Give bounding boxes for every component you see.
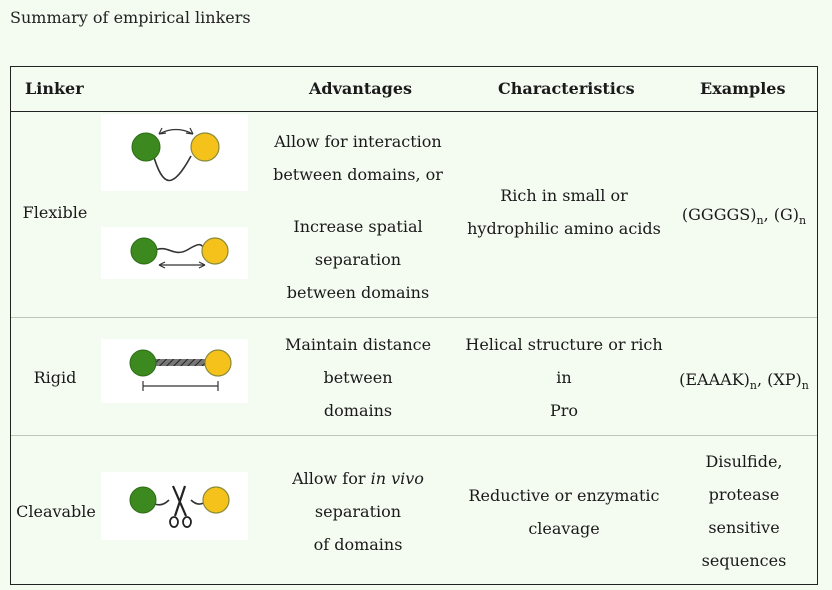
characteristics-line: cleavage (528, 519, 600, 538)
linker-name: Rigid (33, 368, 77, 387)
cleavable-linker-diagram (101, 472, 248, 540)
examples-cell: (EAAAK)n, (XP)n (671, 363, 817, 402)
advantages-line: separation (314, 502, 402, 521)
header-linker: Linker (25, 79, 84, 98)
example-subscript: n (749, 379, 757, 392)
linker-name: Cleavable (16, 502, 96, 521)
header-examples: Examples (700, 79, 786, 98)
row-divider (11, 435, 817, 436)
example-separator: , (763, 205, 774, 224)
header-characteristics: Characteristics (498, 79, 635, 98)
table-header: Linker Advantages Characteristics Exampl… (11, 67, 817, 112)
advantages-line: of domains (313, 535, 403, 554)
linker-table: Linker Advantages Characteristics Exampl… (10, 66, 818, 585)
characteristics-line: Rich in small or (500, 186, 628, 205)
linker-name: Flexible (22, 203, 88, 222)
characteristics-line: hydrophilic amino acids (467, 219, 661, 238)
advantages-line: Allow for in vivo (261, 462, 455, 495)
characteristics-line: Helical structure or rich (465, 335, 663, 354)
example-sequence: (EAAAK) (679, 370, 750, 389)
advantages-italic-text: in vivo (370, 469, 424, 488)
characteristics-line: Reductive or enzymatic (468, 486, 660, 505)
advantages-line: Allow for interaction (274, 132, 442, 151)
advantages-line: domains (323, 401, 393, 420)
advantages-line: Maintain distance (284, 335, 432, 354)
advantages-line: between domains, or (273, 165, 443, 184)
advantages-line: separation (314, 250, 402, 269)
example-sequence: (GGGGS) (681, 205, 757, 224)
examples-line: sensitive (708, 518, 780, 537)
advantages-cell: Maintain distance between domains (261, 328, 455, 427)
examples-line: protease (708, 485, 780, 504)
flexible-linker-extended-icon (130, 237, 229, 269)
characteristics-cell: Reductive or enzymatic cleavage (459, 479, 669, 545)
characteristics-cell: Helical structure or rich in Pro (459, 328, 669, 427)
examples-cell: Disulfide, protease sensitive sequences (671, 445, 817, 577)
rigid-linker-diagram (101, 339, 248, 403)
characteristics-line: Pro (549, 401, 579, 420)
example-subscript: n (756, 214, 764, 227)
advantages-cell: Allow for interaction between domains, o… (261, 125, 455, 191)
advantages-cell: Increase spatial separation between doma… (261, 210, 455, 309)
example-subscript: n (801, 379, 809, 392)
table-caption: Summary of empirical linkers (10, 8, 251, 27)
flexible-linker-arc-icon (131, 127, 220, 182)
example-separator: , (756, 370, 768, 389)
examples-line: sequences (701, 551, 787, 570)
example-sequence: (XP) (767, 370, 802, 389)
example-subscript: n (799, 214, 807, 227)
advantages-cell: Allow for in vivo separation of domains (261, 462, 455, 561)
flexible-linker-arc-diagram (101, 114, 248, 191)
advantages-line: between (323, 368, 393, 387)
advantages-text: Allow for (292, 469, 371, 488)
characteristics-cell: Rich in small or hydrophilic amino acids (459, 179, 669, 245)
scissors-icon (129, 485, 230, 528)
characteristics-line: in (556, 368, 572, 387)
flexible-linker-extended-diagram (101, 227, 248, 279)
advantages-line: between domains (286, 283, 430, 302)
examples-line: Disulfide, (705, 452, 783, 471)
advantages-line: Increase spatial (293, 217, 423, 236)
example-sequence: (G) (773, 205, 799, 224)
header-advantages: Advantages (309, 79, 413, 98)
examples-cell: (GGGGS)n, (G)n (671, 198, 817, 237)
rigid-linker-icon (129, 349, 232, 391)
row-divider (11, 317, 817, 318)
